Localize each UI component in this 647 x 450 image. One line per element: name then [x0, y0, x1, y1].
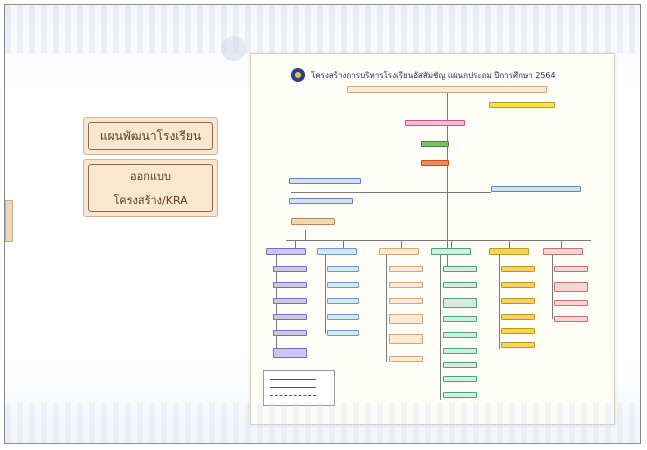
department-4-item-5 [443, 332, 477, 338]
director-box [405, 120, 465, 126]
department-5-head [489, 248, 529, 255]
org-chart-title: โครงสร้างการบริหารโรงเรียนอัสสัมชัญ แผนก… [311, 70, 556, 80]
column-5-spine [499, 254, 500, 349]
org-chart-header: โครงสร้างการบริหารโรงเรียนอัสสัมชัญ แผนก… [291, 68, 556, 82]
slide-frame: แผนพัฒนาโรงเรียน ออกแบบ โครงสร้าง/KRA โค… [4, 4, 641, 444]
department-6-item-1 [554, 266, 588, 272]
department-1-item-5 [273, 330, 307, 336]
department-1-item-2 [273, 282, 307, 288]
department-4-item-4 [443, 316, 477, 322]
department-4-head [431, 248, 471, 255]
dept-drop-2 [343, 240, 344, 248]
legend-dashed-line [270, 395, 316, 396]
department-5-item-4 [501, 314, 535, 320]
department-6-item-4 [554, 316, 588, 322]
department-2-item-5 [327, 330, 359, 336]
department-5-item-6 [501, 342, 535, 348]
department-4-item-8 [443, 376, 477, 382]
department-3-item-6 [389, 356, 423, 362]
department-1-item-4 [273, 314, 307, 320]
column-4-spine [440, 254, 441, 400]
dept-drop-5 [509, 240, 510, 248]
department-2-item-2 [327, 282, 359, 288]
department-4-item-6 [443, 348, 477, 354]
department-1-item-6 [273, 348, 307, 358]
department-bus-connector [286, 240, 591, 241]
department-1-item-1 [273, 266, 307, 272]
department-6-item-3 [554, 300, 588, 306]
org-chart-document: โครงสร้างการบริหารโรงเรียนอัสสัมชัญ แผนก… [250, 53, 615, 425]
org-chart-legend [263, 370, 335, 406]
legend-line-2 [270, 387, 316, 388]
legend-solid-line [270, 379, 316, 380]
structure-design-card: ออกแบบ โครงสร้าง/KRA [83, 159, 218, 217]
department-5-item-2 [501, 282, 535, 288]
department-2-item-4 [327, 314, 359, 320]
column-3-spine [386, 254, 387, 362]
dept-drop-4 [451, 240, 452, 248]
department-3-item-3 [389, 298, 423, 304]
department-4-item-2 [443, 282, 477, 288]
main-vertical-connector [447, 92, 448, 272]
committee-box [489, 102, 555, 108]
school-development-plan-card: แผนพัฒนาโรงเรียน [83, 117, 218, 155]
department-5-item-3 [501, 298, 535, 304]
department-1-head [266, 248, 306, 255]
advisor-box [289, 178, 361, 184]
column-2-spine [325, 254, 326, 334]
plan-card-label: แผนพัฒนาโรงเรียน [88, 122, 213, 150]
department-5-item-1 [501, 266, 535, 272]
department-4-item-1 [443, 266, 477, 272]
dept-drop-1 [295, 240, 296, 248]
column-1-spine [276, 254, 277, 356]
dept-drop-6 [561, 240, 562, 248]
column-6-spine [552, 254, 553, 319]
board-box [347, 86, 547, 93]
department-4-item-3 [443, 298, 477, 308]
school-committee-box [491, 186, 581, 192]
assistant-connector [305, 230, 306, 240]
department-3-head [379, 248, 419, 255]
department-5-item-5 [501, 328, 535, 334]
principal-box [421, 160, 449, 166]
manager-box [421, 141, 449, 147]
school-logo-icon [291, 68, 305, 82]
left-edge-tab [5, 200, 13, 242]
department-2-head [317, 248, 357, 255]
department-3-item-5 [389, 334, 423, 344]
department-2-item-1 [327, 266, 359, 272]
department-3-item-2 [389, 282, 423, 288]
department-4-item-7 [443, 362, 477, 368]
department-6-head [543, 248, 583, 255]
staff-horizontal-connector [291, 192, 491, 193]
assistant-box [291, 218, 335, 225]
department-6-item-2 [554, 282, 588, 292]
design-card-line1: ออกแบบ [130, 170, 171, 183]
department-2-item-3 [327, 298, 359, 304]
dept-drop-3 [401, 240, 402, 248]
department-3-item-1 [389, 266, 423, 272]
secretary-box [289, 198, 353, 204]
design-card-line2: โครงสร้าง/KRA [113, 194, 188, 207]
department-3-item-4 [389, 314, 423, 324]
department-4-item-9 [443, 392, 477, 398]
department-1-item-3 [273, 298, 307, 304]
